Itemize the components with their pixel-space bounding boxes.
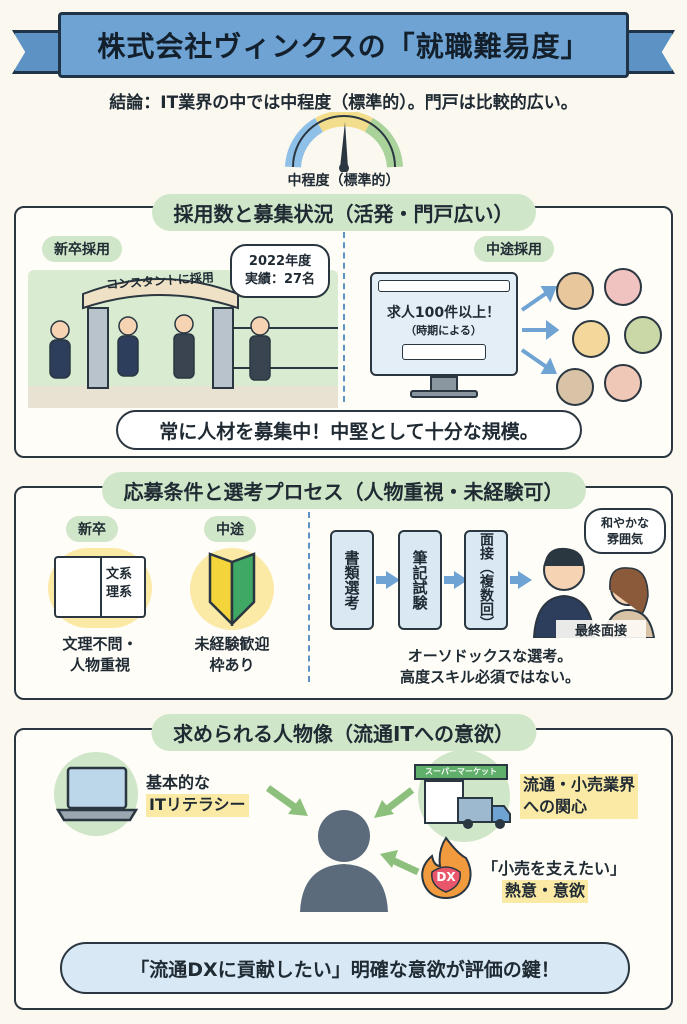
item3-text: 「小売を支えたい」 熱意・意欲 (482, 858, 626, 903)
gauge-label: 中程度（標準的） (287, 173, 400, 189)
job-count-text: 求人100件以上！ (386, 305, 501, 321)
arrow-from-item2-icon (374, 787, 415, 818)
atmosphere-bubble-2: 雰囲気 (606, 532, 643, 546)
mid-caption: 未経験歓迎 枠あり (172, 634, 292, 676)
section2-summary-1: オーソドックスな選考。 (407, 647, 573, 665)
bubble-year: 2022年度 (248, 254, 312, 270)
step-document: 書類選考 (330, 530, 374, 630)
item1-text: 基本的な ITリテラシー (146, 772, 249, 817)
new-grad-caption-2: 人物重視 (69, 656, 130, 674)
arrow-from-item3-icon (380, 850, 420, 876)
store-sign: スーパーマーケット (414, 764, 508, 780)
step-arrow-3-bar (510, 576, 520, 584)
step-written-test: 筆記試験 (398, 530, 442, 630)
item2-line2: への関心 (520, 796, 639, 819)
step-interview: 面接（複数回） (464, 530, 508, 630)
title-banner: 株式会社ヴィンクスの「就職難易度」 (58, 12, 629, 78)
new-grad-short-label: 新卒 (66, 516, 118, 542)
difficulty-gauge-icon (285, 112, 403, 172)
monitor-base (410, 390, 478, 398)
section2-title: 応募条件と選考プロセス（人物重視・未経験可） (101, 472, 586, 509)
section1-summary: 常に人材を募集中！中堅として十分な規模。 (116, 410, 582, 450)
mid-short-label: 中途 (204, 516, 256, 542)
address-bar (378, 280, 510, 292)
atmosphere-bubble-1: 和やかな (600, 515, 649, 530)
arrow-from-item1-icon (265, 785, 308, 816)
step-arrow-1 (386, 571, 400, 589)
new-grad-caption: 文理不問・ 人物重視 (40, 634, 160, 676)
section2-divider (308, 512, 310, 682)
passion-flame-icon (421, 836, 472, 900)
step-arrow-1-bar (376, 576, 390, 584)
final-interview-label: 最終面接 (556, 620, 646, 639)
conclusion-text: 結論：IT業界の中では中程度（標準的）。門戸は比較的広い。 (109, 93, 578, 113)
section1-divider (343, 232, 345, 402)
candidate-avatar-5 (556, 368, 594, 406)
new-grad-caption-1: 文理不問・ (62, 635, 138, 653)
open-book-icon: 文系 理系 (54, 556, 146, 618)
job-monitor: 求人100件以上！ （時期による） (370, 272, 518, 376)
section3-title: 求められる人物像（流通ITへの意欲） (150, 714, 537, 751)
step-arrow-2-bar (444, 576, 458, 584)
mid-caption-2: 枠あり (209, 656, 255, 674)
campus-gate-icon (28, 278, 338, 408)
candidate-avatar-6 (604, 364, 642, 402)
job-period-text: （時期による） (405, 324, 482, 337)
page-title: 株式会社ヴィンクスの「就職難易度」 (97, 30, 590, 63)
laptop-icon (56, 766, 138, 822)
section3-summary: 「流通DXに貢献したい」明確な意欲が評価の鍵！ (60, 942, 630, 994)
new-grad-label: 新卒採用 (42, 236, 122, 262)
item2-line1: 流通・小売業界 (520, 774, 639, 797)
book-text: 文系 理系 (106, 566, 132, 602)
dx-label: DX (436, 870, 456, 884)
book-text-1: 文系 (106, 567, 133, 582)
beginner-mark-icon (208, 552, 256, 626)
item2-text: 流通・小売業界 への関心 (520, 774, 639, 819)
item3-line1: 「小売を支えたい」 (482, 859, 627, 878)
mid-career-label: 中途採用 (474, 236, 554, 262)
book-spine (100, 558, 102, 616)
step-arrow-3 (518, 571, 532, 589)
bubble-count: 実績：27名 (244, 272, 316, 287)
search-box (402, 344, 486, 360)
book-text-2: 理系 (106, 585, 133, 601)
hiring-count-bubble: 2022年度 実績：27名 (230, 244, 330, 298)
item1-line2: ITリテラシー (146, 794, 249, 817)
candidate-avatar-1 (556, 272, 594, 310)
atmosphere-bubble: 和やかな 雰囲気 (584, 508, 666, 554)
section2-summary: オーソドックスな選考。 高度スキル必須ではない。 (330, 646, 650, 688)
candidate-arrows-icon (520, 286, 560, 374)
ideal-person-icon (300, 810, 388, 912)
item1-line1: 基本的な (146, 773, 211, 792)
candidate-avatar-4 (624, 316, 662, 354)
item3-line2: 熱意・意欲 (502, 880, 589, 903)
candidate-avatar-2 (604, 268, 642, 306)
candidate-avatar-3 (572, 320, 610, 358)
section1-title: 採用数と募集状況（活発・門戸広い） (151, 194, 536, 231)
section2-summary-2: 高度スキル必須ではない。 (399, 668, 580, 686)
truck-icon (457, 797, 511, 829)
mid-caption-1: 未経験歓迎 (194, 635, 270, 653)
